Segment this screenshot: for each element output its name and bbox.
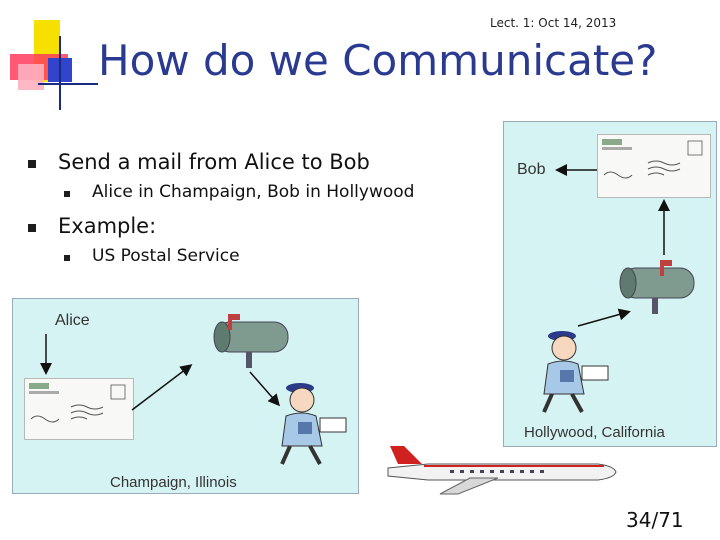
hollywood-label: Hollywood, California — [524, 424, 665, 441]
airplane-icon — [387, 446, 617, 495]
mailbox-champaign-icon — [213, 314, 289, 368]
alice-label: Alice — [55, 312, 90, 329]
bob-label: Bob — [517, 161, 546, 178]
mail-carrier-champaign-icon — [280, 383, 347, 465]
bullet-example: Example: — [58, 214, 157, 238]
slide-title: How do we Communicate? — [98, 36, 658, 85]
mailbox-hollywood-icon — [619, 260, 695, 314]
bullet-us-postal: US Postal Service — [92, 246, 240, 266]
page-number: 34/71 — [626, 508, 684, 532]
lecture-date: Lect. 1: Oct 14, 2013 — [490, 16, 617, 30]
mail-carrier-hollywood-icon — [542, 331, 609, 413]
bob-envelope — [597, 134, 711, 198]
champaign-label: Champaign, Illinois — [110, 474, 237, 491]
bullet-send-mail: Send a mail from Alice to Bob — [58, 150, 370, 174]
bullet-icon — [64, 255, 70, 261]
bullet-alice-champaign: Alice in Champaign, Bob in Hollywood — [92, 182, 415, 202]
bullet-icon — [64, 191, 70, 197]
corner-decoration — [10, 20, 98, 110]
alice-envelope — [24, 378, 134, 440]
bullet-icon — [28, 160, 36, 168]
bullet-icon — [28, 224, 36, 232]
